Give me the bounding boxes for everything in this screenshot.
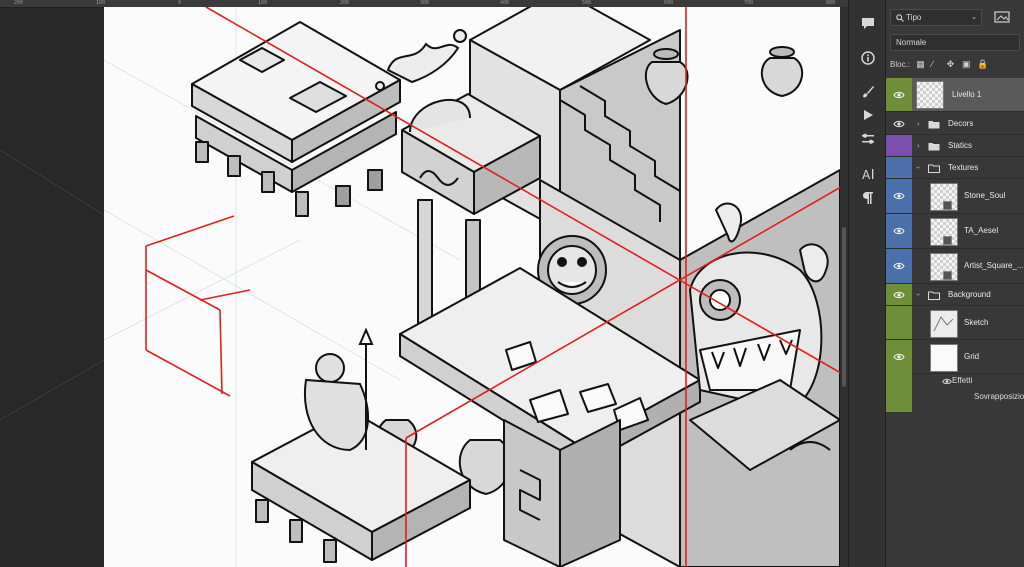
- effects-label: Effetti: [952, 376, 973, 385]
- lock-label: Bloc.:: [890, 60, 911, 69]
- eye-icon: [893, 262, 905, 270]
- filter-image-icon[interactable]: [994, 10, 1010, 26]
- eye-icon: [893, 192, 905, 200]
- scrollbar-thumb[interactable]: [842, 227, 846, 387]
- smart-object-icon: [943, 271, 952, 280]
- ruler-mark: 0: [178, 0, 182, 6]
- adjust-icon[interactable]: [858, 130, 878, 150]
- smart-object-icon: [943, 201, 952, 210]
- svg-text:A: A: [862, 168, 871, 181]
- layer-row-stone-soul[interactable]: Stone_Soul: [886, 179, 1024, 214]
- visibility-toggle[interactable]: [886, 284, 912, 305]
- isometric-illustration: [104, 7, 847, 567]
- layer-row-ta-aesel[interactable]: TA_Aesel: [886, 214, 1024, 249]
- paragraph-icon[interactable]: [858, 188, 878, 208]
- eye-icon: [893, 291, 905, 298]
- ruler-mark: 800: [826, 0, 836, 6]
- layer-name: Livello 1: [952, 89, 982, 99]
- layer-row-background[interactable]: › Background: [886, 284, 1024, 306]
- layer-name: Background: [948, 289, 991, 299]
- chevron-right-icon[interactable]: ›: [917, 118, 920, 128]
- eye-icon[interactable]: [942, 378, 952, 385]
- folder-open-icon: [928, 164, 940, 173]
- layer-row-artist-square[interactable]: Artist_Square_...: [886, 249, 1024, 284]
- visibility-toggle[interactable]: [886, 78, 912, 111]
- layer-row-livello-1[interactable]: Livello 1: [886, 78, 1024, 112]
- info-icon[interactable]: [858, 48, 878, 68]
- artboard[interactable]: [104, 7, 848, 567]
- layer-name: Grid: [964, 351, 980, 361]
- eye-icon: [893, 120, 905, 127]
- ruler-mark: 600: [664, 0, 674, 6]
- ruler-mark: 200: [14, 0, 24, 6]
- character-icon[interactable]: A: [858, 164, 878, 184]
- vertical-scrollbar[interactable]: [840, 7, 848, 567]
- layer-row-sketch[interactable]: Sketch: [886, 306, 1024, 340]
- sketch-thumbnail-icon: [933, 316, 954, 332]
- panel-tool-strip: A: [848, 0, 886, 567]
- layer-row-grid[interactable]: Grid: [886, 340, 1024, 374]
- layer-name: Artist_Square_...: [964, 261, 1024, 270]
- layer-name: Stone_Soul: [964, 191, 1006, 200]
- layer-name: Decors: [948, 118, 974, 128]
- folder-open-icon: [928, 291, 940, 300]
- lock-transparent-icon[interactable]: ▦: [916, 59, 925, 70]
- smart-object-icon: [943, 236, 952, 245]
- eye-icon: [893, 353, 905, 360]
- pasteboard-grid: [0, 149, 104, 421]
- visibility-toggle[interactable]: [886, 157, 912, 178]
- layer-thumbnail: [930, 310, 958, 338]
- layer-filter-select[interactable]: Tipo ⌄: [890, 9, 982, 26]
- canvas-workspace[interactable]: 200 100 0 100 200 300 400 500 600 700 80…: [0, 0, 848, 567]
- search-icon: [896, 14, 904, 22]
- visibility-toggle[interactable]: [886, 340, 912, 373]
- layers-panel: Tipo ⌄ Normale Bloc.: ▦ ∕ ✥ ▣ 🔒 Livello …: [886, 0, 1024, 567]
- layer-effects: Effetti Sovrapposizione: [886, 372, 1024, 412]
- eye-icon: [893, 227, 905, 235]
- ruler-mark: 700: [744, 0, 754, 6]
- visibility-toggle[interactable]: [886, 179, 912, 213]
- chevron-right-icon[interactable]: ›: [917, 140, 920, 150]
- knight-figure: [303, 327, 374, 452]
- lock-all-icon[interactable]: 🔒: [977, 59, 989, 70]
- layer-row-decors[interactable]: › Decors: [886, 113, 1024, 135]
- ruler-mark: 100: [96, 0, 106, 6]
- chevron-down-icon[interactable]: ›: [913, 165, 923, 169]
- effects-color-strip: [886, 372, 912, 412]
- layer-name: Sketch: [964, 317, 989, 327]
- overlay-effect-label[interactable]: Sovrapposizione: [974, 392, 1024, 401]
- ruler-mark: 400: [500, 0, 510, 6]
- ruler-mark: 200: [340, 0, 350, 6]
- layer-name: Textures: [948, 162, 979, 172]
- layer-name: TA_Aesel: [964, 226, 999, 235]
- chevron-down-icon: ⌄: [971, 14, 977, 21]
- lock-brush-icon[interactable]: ∕: [931, 59, 933, 70]
- layer-row-statics[interactable]: › Statics: [886, 135, 1024, 157]
- folder-icon: [928, 120, 940, 128]
- lock-artboard-icon[interactable]: ▣: [961, 59, 971, 70]
- folder-icon: [928, 142, 940, 150]
- lock-move-icon[interactable]: ✥: [946, 59, 955, 70]
- ruler-mark: 500: [582, 0, 592, 6]
- ruler-mark: 100: [258, 0, 268, 6]
- visibility-toggle[interactable]: [886, 113, 912, 134]
- blend-mode-value: Normale: [896, 38, 927, 47]
- eye-icon: [893, 91, 905, 98]
- blend-mode-select[interactable]: Normale: [890, 34, 1020, 51]
- comment-icon[interactable]: [858, 14, 878, 34]
- visibility-toggle[interactable]: [886, 214, 912, 248]
- visibility-toggle[interactable]: [886, 249, 912, 283]
- layer-row-textures[interactable]: › Textures: [886, 157, 1024, 179]
- visibility-toggle[interactable]: [886, 135, 912, 156]
- chevron-down-icon[interactable]: ›: [913, 292, 923, 296]
- play-icon[interactable]: [858, 106, 878, 126]
- brush-icon[interactable]: [858, 82, 878, 102]
- visibility-toggle[interactable]: [886, 306, 912, 339]
- layer-thumbnail: [916, 81, 944, 109]
- lock-row: Bloc.: ▦ ∕ ✥ ▣ 🔒: [890, 57, 1022, 73]
- layer-filter-label: Tipo: [906, 13, 922, 22]
- layer-name: Statics: [948, 140, 973, 150]
- ruler-mark: 300: [420, 0, 430, 6]
- layer-thumbnail: [930, 344, 958, 372]
